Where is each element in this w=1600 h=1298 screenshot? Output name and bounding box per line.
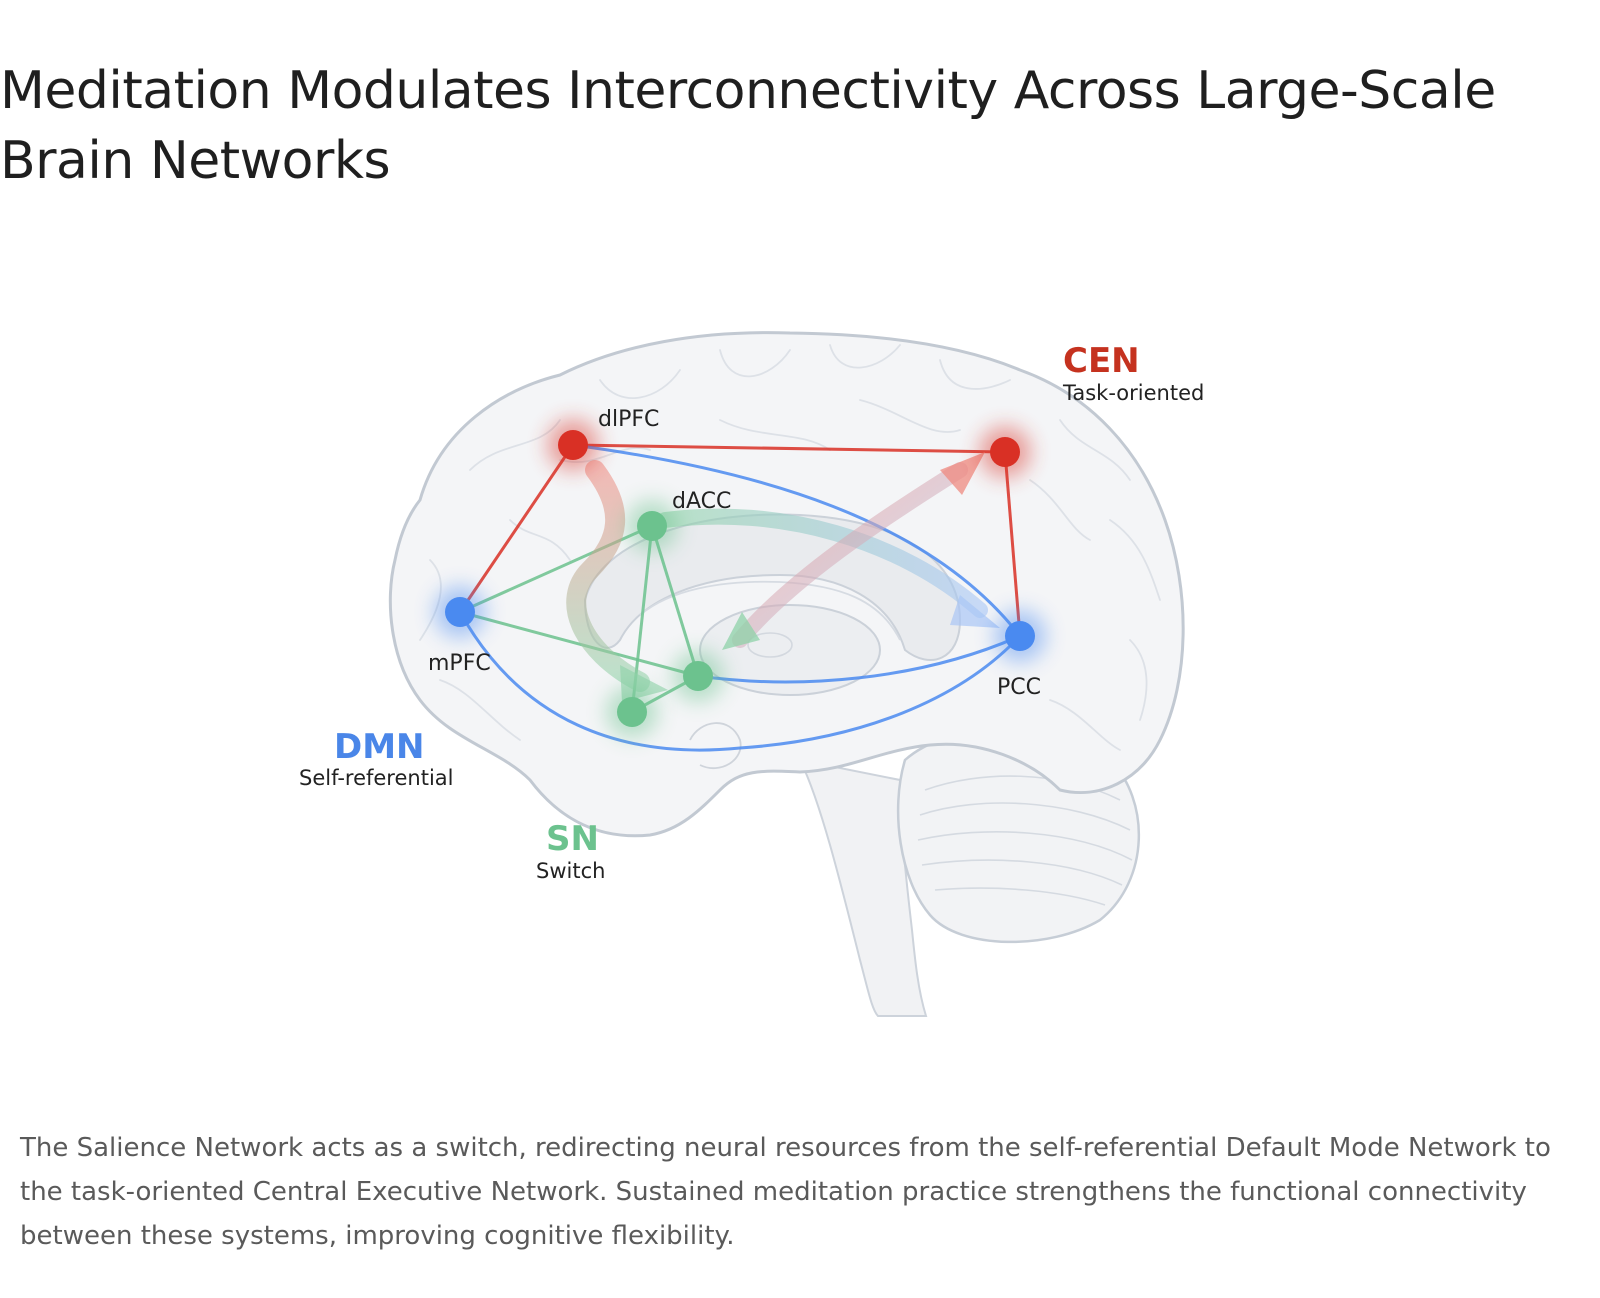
node-sn1 xyxy=(683,661,713,691)
flow-arrows xyxy=(566,452,1000,702)
brain-network-diagram: dlPFC dACC mPFC PCC CEN Task-oriented DM… xyxy=(299,331,1204,1017)
arrow-to-cen-head xyxy=(940,452,985,495)
legend-cen: CEN Task-oriented xyxy=(1062,341,1204,405)
link-mpfc-sn1 xyxy=(459,610,699,678)
legend-cen-description: Task-oriented xyxy=(1062,381,1204,405)
link-dacc-sn1 xyxy=(650,525,700,677)
node-label-dlpfc: dlPFC xyxy=(598,407,659,432)
figure-caption: The Salience Network acts as a switch, r… xyxy=(20,1133,1551,1251)
node-pcc xyxy=(1005,621,1035,651)
legend-dmn: DMN Self-referential xyxy=(299,727,454,790)
brain-illustration xyxy=(388,331,1185,1017)
node-mpfc xyxy=(445,597,475,627)
link-mpfc-pcc xyxy=(458,611,1022,752)
legend-cen-name: CEN xyxy=(1063,341,1140,381)
link-dlpfc-pcc xyxy=(572,443,1022,637)
arrow-dlpfc-to-sn xyxy=(566,460,650,692)
node-dacc xyxy=(637,511,667,541)
legend-dmn-name: DMN xyxy=(334,727,425,767)
node-label-pcc: PCC xyxy=(997,675,1041,700)
link-dlpfc-cen2 xyxy=(572,443,1006,454)
node-label-dacc: dACC xyxy=(672,489,731,514)
legend-sn: SN Switch xyxy=(536,819,605,883)
link-cen2-pcc xyxy=(1003,451,1022,637)
legend-sn-name: SN xyxy=(546,819,599,859)
legend-sn-description: Switch xyxy=(536,859,605,883)
arrow-to-sn-head xyxy=(722,612,760,650)
legend-dmn-description: Self-referential xyxy=(299,766,454,790)
arrow-dacc-to-pcc-head xyxy=(950,595,1000,628)
arrow-bidirectional-cen-sn xyxy=(732,462,968,648)
node-sn2 xyxy=(617,697,647,727)
arrow-dacc-to-pcc xyxy=(657,508,988,618)
node-dlpfc xyxy=(558,430,588,460)
page-title: Meditation Modulates Interconnectivity A… xyxy=(0,61,1496,191)
link-sn1-pcc xyxy=(697,634,1021,684)
link-dlpfc-mpfc xyxy=(458,444,575,613)
node-cen2 xyxy=(990,437,1020,467)
network-nodes xyxy=(434,419,1046,738)
node-label-mpfc: mPFC xyxy=(428,651,491,676)
